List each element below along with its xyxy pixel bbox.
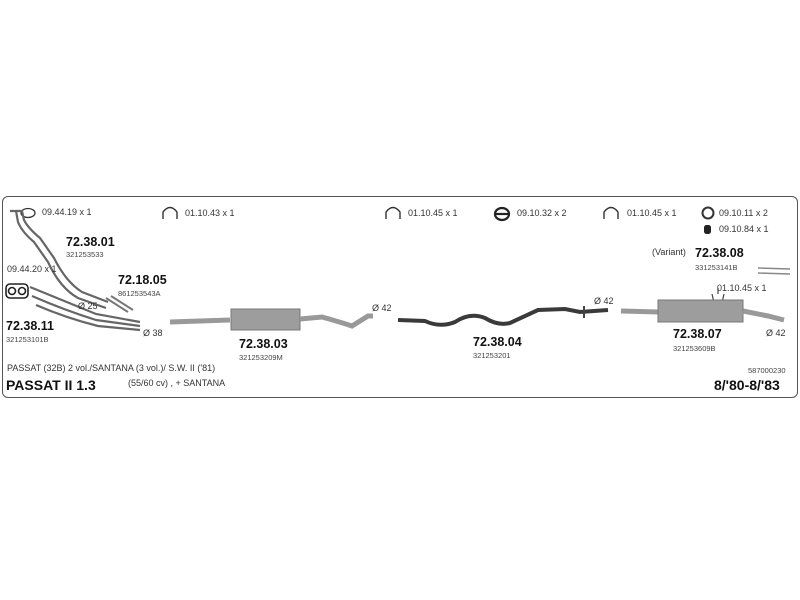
clamp-ring-icon	[20, 207, 36, 219]
pipe-section	[169, 317, 231, 325]
pipe-diameter: Ø 42	[766, 328, 786, 338]
power-rating: (55/60 cv) , + SANTANA	[128, 378, 226, 388]
manifold-72-38-11	[29, 285, 141, 332]
model-title: PASSAT II 1.3	[6, 377, 96, 393]
rear-silencer-72-38-07	[657, 299, 744, 323]
part-number: 72.38.04	[473, 335, 522, 349]
part-number: 72.38.01	[66, 235, 115, 249]
gasket-icon	[5, 283, 29, 299]
rubber-hanger-icon	[385, 206, 401, 219]
accessory-code: 09.10.84 x 1	[719, 224, 769, 234]
variant-label: (Variant)	[652, 247, 686, 257]
pipe-diameter: Ø 42	[594, 296, 614, 306]
tail-pipe	[742, 308, 785, 323]
diagram-frame	[2, 196, 798, 398]
part-reference: 861253543A	[118, 289, 161, 298]
model-line: PASSAT (32B) 2 vol./SANTANA (3 vol.)/ S.…	[7, 363, 216, 373]
accessory-code: 09.44.20 x 1	[7, 264, 57, 274]
pipe-diameter: Ø 25	[78, 301, 98, 311]
pipe-section	[620, 308, 659, 315]
accessory-code: 01.10.45 x 1	[717, 283, 767, 293]
front-silencer-72-38-03	[230, 308, 301, 331]
part-number: 72.38.07	[673, 327, 722, 341]
ring-icon	[701, 206, 715, 220]
part-reference: 331253141B	[695, 263, 738, 272]
variant-tail-pipe-72-38-08	[757, 267, 791, 275]
pipe-section	[299, 313, 373, 329]
part-number: 72.38.11	[6, 319, 54, 333]
part-reference: 321253201	[473, 351, 511, 360]
rubber-block-icon	[704, 225, 711, 234]
middle-pipe-72-38-04	[397, 306, 609, 327]
pipe-diameter: Ø 42	[372, 303, 392, 313]
pipe-diameter: Ø 38	[143, 328, 163, 338]
rubber-hanger-icon	[162, 206, 178, 219]
flange-gasket-icon	[493, 206, 511, 222]
front-pipe-72-38-01	[10, 209, 109, 310]
production-years: 8/'80-8/'83	[714, 377, 780, 393]
accessory-code: 01.10.45 x 1	[627, 208, 677, 218]
accessory-code: 01.10.45 x 1	[408, 208, 458, 218]
accessory-code: 01.10.43 x 1	[185, 208, 235, 218]
accessory-code: 09.10.11 x 2	[719, 208, 768, 218]
part-number: 72.38.08	[695, 246, 744, 260]
part-reference: 321253101B	[6, 335, 49, 344]
part-reference: 321253209M	[239, 353, 283, 362]
part-reference: 321253533	[66, 250, 104, 259]
accessory-code: 09.10.32 x 2	[517, 208, 567, 218]
accessory-code: 09.44.19 x 1	[42, 207, 92, 217]
part-number: 72.38.03	[239, 337, 288, 351]
part-number: 72.18.05	[118, 273, 167, 287]
drawing-code: 587000230	[748, 366, 786, 375]
part-reference: 321253609B	[673, 344, 716, 353]
rubber-hanger-icon	[603, 206, 619, 219]
connector-pipe-72-18-05	[105, 295, 134, 313]
